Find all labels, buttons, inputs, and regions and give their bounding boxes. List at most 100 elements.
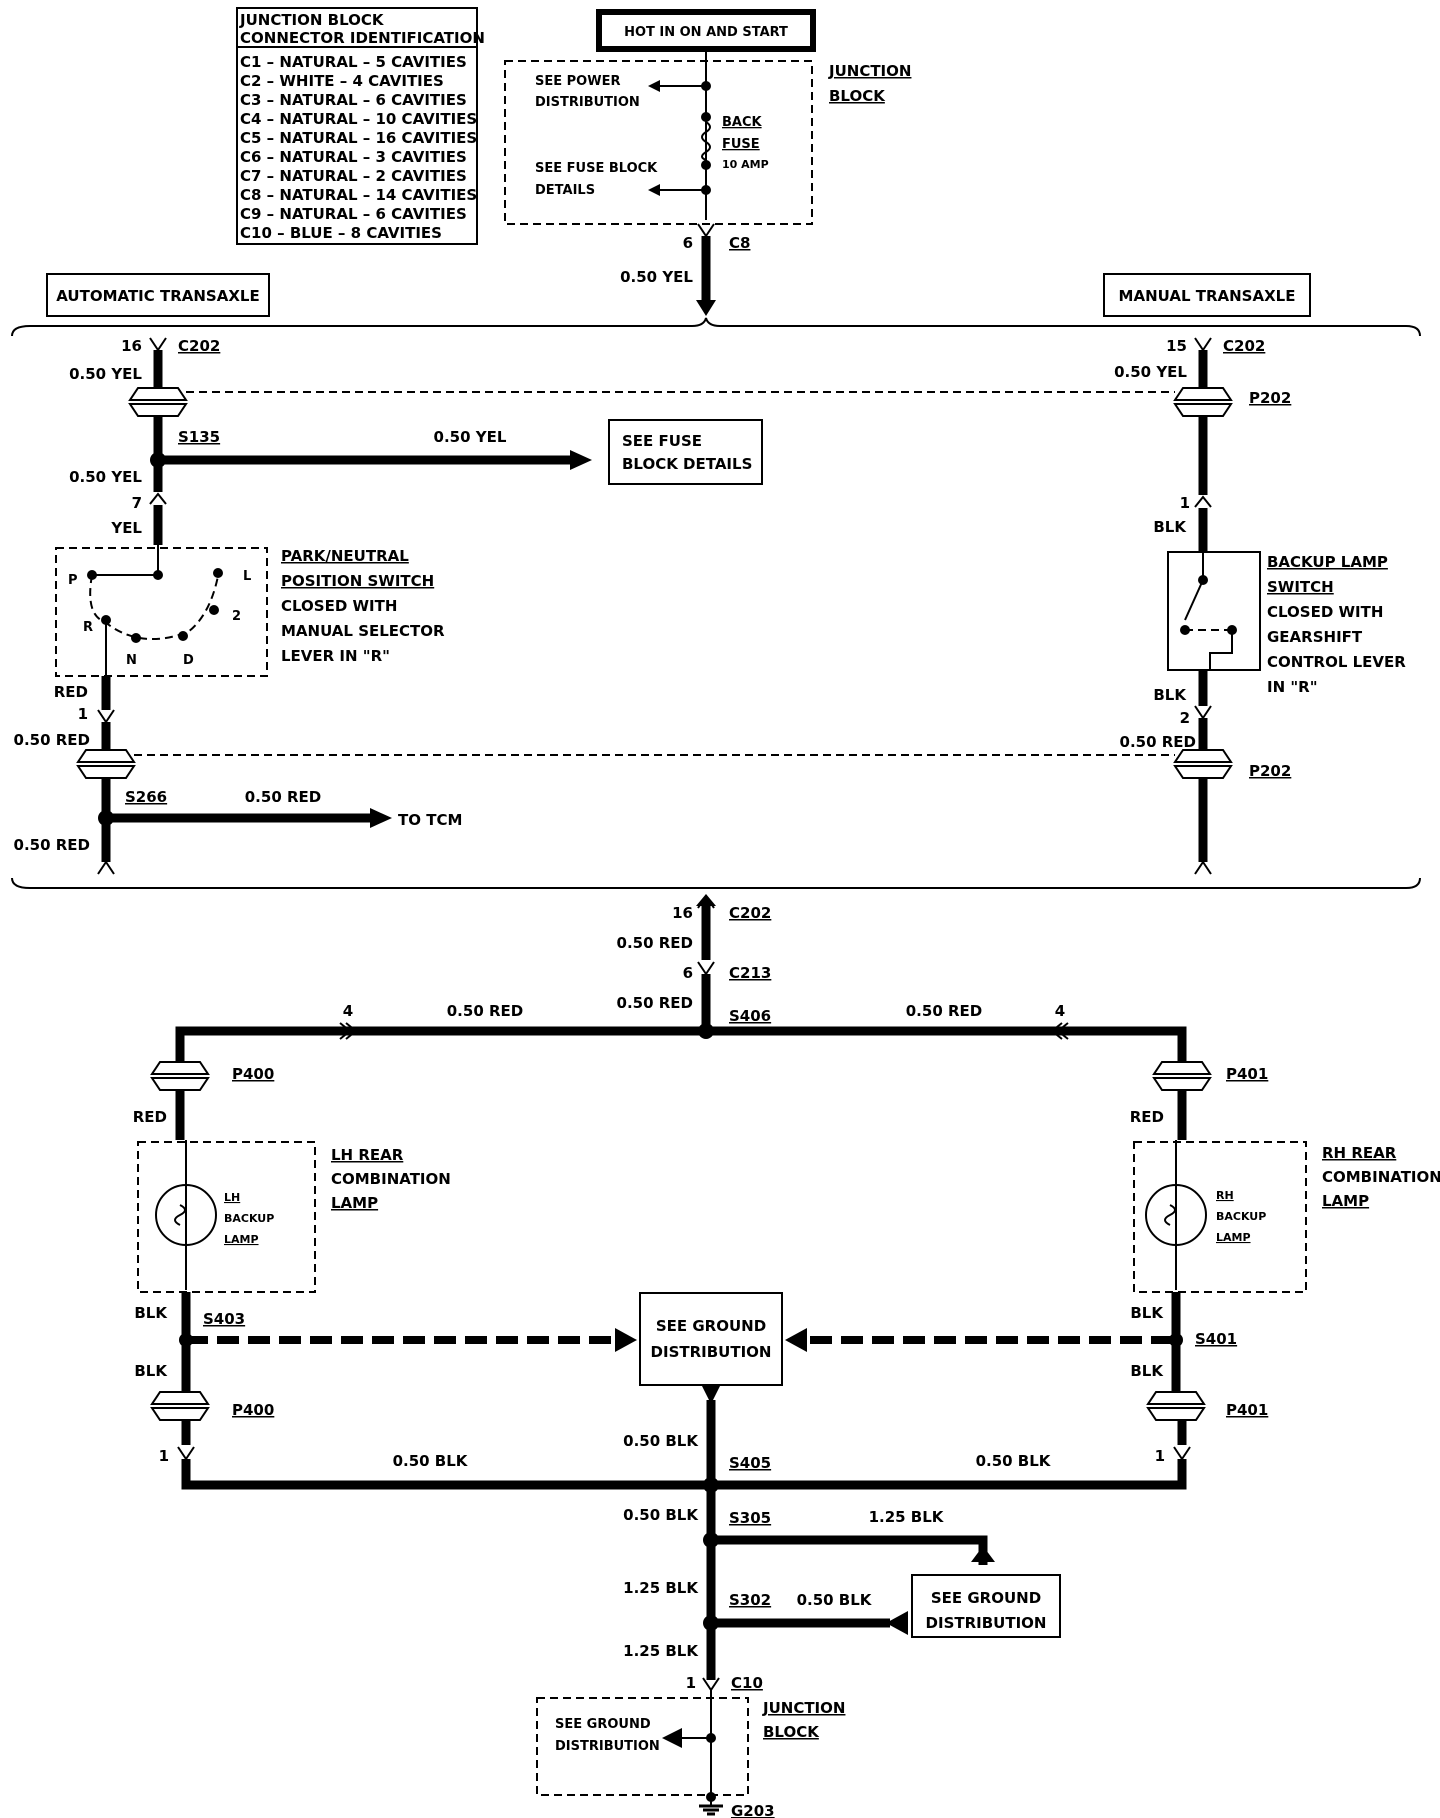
svg-text:4: 4 bbox=[1055, 1002, 1065, 1020]
backup-lamp-switch-box bbox=[1167, 551, 1261, 671]
svg-text:LEVER IN "R": LEVER IN "R" bbox=[281, 647, 390, 665]
svg-text:0.50 BLK: 0.50 BLK bbox=[797, 1591, 873, 1609]
svg-text:P: P bbox=[68, 573, 78, 588]
svg-text:DISTRIBUTION: DISTRIBUTION bbox=[535, 95, 640, 110]
manual-transaxle-title: MANUAL TRANSAXLE bbox=[1103, 273, 1311, 317]
svg-text:1: 1 bbox=[1180, 494, 1190, 512]
svg-text:1: 1 bbox=[686, 1674, 696, 1692]
svg-text:1: 1 bbox=[159, 1447, 169, 1465]
svg-text:IN "R": IN "R" bbox=[1267, 678, 1318, 696]
svg-text:P400: P400 bbox=[232, 1401, 274, 1419]
svg-text:BLK: BLK bbox=[134, 1304, 168, 1322]
svg-text:BACKUP LAMP: BACKUP LAMP bbox=[1267, 553, 1388, 571]
connector-legend: JUNCTION BLOCK CONNECTOR IDENTIFICATION … bbox=[236, 7, 485, 245]
svg-text:MANUAL SELECTOR: MANUAL SELECTOR bbox=[281, 622, 445, 640]
svg-text:0.50 BLK: 0.50 BLK bbox=[623, 1432, 699, 1450]
svg-text:BLK: BLK bbox=[1153, 686, 1187, 704]
svg-text:0.50 YEL: 0.50 YEL bbox=[69, 468, 142, 486]
svg-text:COMBINATION: COMBINATION bbox=[331, 1170, 451, 1188]
svg-text:S135: S135 bbox=[178, 428, 220, 446]
park-neutral-switch-box bbox=[55, 547, 268, 677]
svg-text:BLK: BLK bbox=[1130, 1362, 1164, 1380]
svg-text:LAMP: LAMP bbox=[1322, 1192, 1369, 1210]
svg-text:BACKUP: BACKUP bbox=[224, 1212, 274, 1225]
svg-text:15: 15 bbox=[1166, 337, 1187, 355]
svg-text:BACK: BACK bbox=[722, 115, 763, 130]
svg-text:P400: P400 bbox=[232, 1065, 274, 1083]
svg-text:DISTRIBUTION: DISTRIBUTION bbox=[555, 1739, 660, 1754]
fuse-terminal-dot bbox=[701, 112, 711, 122]
svg-text:BLOCK: BLOCK bbox=[763, 1723, 820, 1741]
svg-text:S266: S266 bbox=[125, 788, 167, 806]
svg-text:P401: P401 bbox=[1226, 1401, 1268, 1419]
legend-row: C5 – NATURAL – 16 CAVITIES bbox=[240, 129, 477, 147]
svg-text:C202: C202 bbox=[1223, 337, 1265, 355]
top-feed-wire: 6 C8 0.50 YEL bbox=[620, 223, 750, 316]
svg-text:G203: G203 bbox=[731, 1802, 775, 1818]
bulb-icon bbox=[155, 1184, 217, 1246]
svg-text:0.50 RED: 0.50 RED bbox=[906, 1002, 982, 1020]
svg-text:DISTRIBUTION: DISTRIBUTION bbox=[651, 1343, 772, 1361]
svg-text:0.50 RED: 0.50 RED bbox=[245, 788, 321, 806]
svg-text:N: N bbox=[126, 653, 137, 668]
automatic-transaxle-title: AUTOMATIC TRANSAXLE bbox=[46, 273, 270, 317]
svg-text:0.50 BLK: 0.50 BLK bbox=[393, 1452, 469, 1470]
svg-text:0.50 YEL: 0.50 YEL bbox=[69, 365, 142, 383]
svg-text:BLOCK DETAILS: BLOCK DETAILS bbox=[622, 455, 752, 473]
svg-text:16: 16 bbox=[121, 337, 142, 355]
connector-p400-bottom bbox=[150, 1391, 210, 1421]
connector-p202-top bbox=[1173, 387, 1233, 417]
svg-text:JUNCTION: JUNCTION bbox=[762, 1699, 845, 1717]
svg-text:1: 1 bbox=[78, 705, 88, 723]
legend-row: C1 – NATURAL – 5 CAVITIES bbox=[240, 53, 467, 71]
svg-text:10 AMP: 10 AMP bbox=[722, 158, 769, 171]
svg-text:2: 2 bbox=[1180, 709, 1190, 727]
legend-row: C10 – BLUE – 8 CAVITIES bbox=[240, 224, 442, 242]
svg-text:P202: P202 bbox=[1249, 762, 1291, 780]
svg-text:0.50 BLK: 0.50 BLK bbox=[976, 1452, 1052, 1470]
svg-text:0.50 YEL: 0.50 YEL bbox=[434, 428, 507, 446]
connector-p202-bottom bbox=[1173, 749, 1233, 779]
svg-text:LAMP: LAMP bbox=[224, 1233, 259, 1246]
top-junction-block: SEE POWER DISTRIBUTION BACK FUSE 10 AMP … bbox=[504, 49, 911, 225]
svg-text:JUNCTION: JUNCTION bbox=[828, 62, 911, 80]
legend-title-1: JUNCTION BLOCK bbox=[239, 11, 385, 29]
svg-text:C10: C10 bbox=[731, 1674, 763, 1692]
svg-text:4: 4 bbox=[343, 1002, 353, 1020]
svg-text:1.25 BLK: 1.25 BLK bbox=[623, 1642, 699, 1660]
svg-text:2: 2 bbox=[232, 609, 241, 624]
svg-text:6: 6 bbox=[683, 234, 693, 252]
svg-text:6: 6 bbox=[683, 964, 693, 982]
rh-rear-lamp: P401 RED RH BACKUP LAMP RH REAR COMBINAT… bbox=[1130, 1061, 1440, 1293]
svg-text:7: 7 bbox=[132, 494, 142, 512]
see-ground-distribution-box-2 bbox=[911, 1574, 1061, 1638]
svg-text:0.50 RED: 0.50 RED bbox=[617, 994, 693, 1012]
svg-text:FUSE: FUSE bbox=[722, 137, 760, 152]
fuse-terminal-dot bbox=[701, 160, 711, 170]
connector-p401-top bbox=[1152, 1061, 1212, 1091]
svg-text:SEE GROUND: SEE GROUND bbox=[931, 1589, 1041, 1607]
legend-row: C9 – NATURAL – 6 CAVITIES bbox=[240, 205, 467, 223]
svg-text:LAMP: LAMP bbox=[331, 1194, 378, 1212]
legend-row: C7 – NATURAL – 2 CAVITIES bbox=[240, 167, 467, 185]
svg-text:0.50 RED: 0.50 RED bbox=[447, 1002, 523, 1020]
svg-text:COMBINATION: COMBINATION bbox=[1322, 1168, 1440, 1186]
svg-text:YEL: YEL bbox=[110, 519, 142, 537]
svg-text:RH: RH bbox=[1216, 1189, 1234, 1202]
svg-text:DETAILS: DETAILS bbox=[535, 183, 595, 198]
bulb-icon bbox=[1145, 1184, 1207, 1246]
legend-row: C6 – NATURAL – 3 CAVITIES bbox=[240, 148, 467, 166]
legend-row: C8 – NATURAL – 14 CAVITIES bbox=[240, 186, 477, 204]
fuse-icon bbox=[701, 121, 711, 161]
automatic-branch: 16 C202 0.50 YEL S135 0.50 YEL SEE FUSE … bbox=[14, 337, 1175, 875]
svg-text:0.50 RED: 0.50 RED bbox=[14, 836, 90, 854]
connector-c202-auto-2 bbox=[76, 749, 136, 779]
svg-text:DISTRIBUTION: DISTRIBUTION bbox=[926, 1614, 1047, 1632]
splice-dot bbox=[701, 185, 711, 195]
svg-text:S302: S302 bbox=[729, 1591, 771, 1609]
splice-dot bbox=[701, 81, 711, 91]
svg-text:C213: C213 bbox=[729, 964, 771, 982]
svg-text:C8: C8 bbox=[729, 234, 750, 252]
svg-text:C202: C202 bbox=[729, 904, 771, 922]
see-ground-distribution-box bbox=[639, 1292, 783, 1386]
